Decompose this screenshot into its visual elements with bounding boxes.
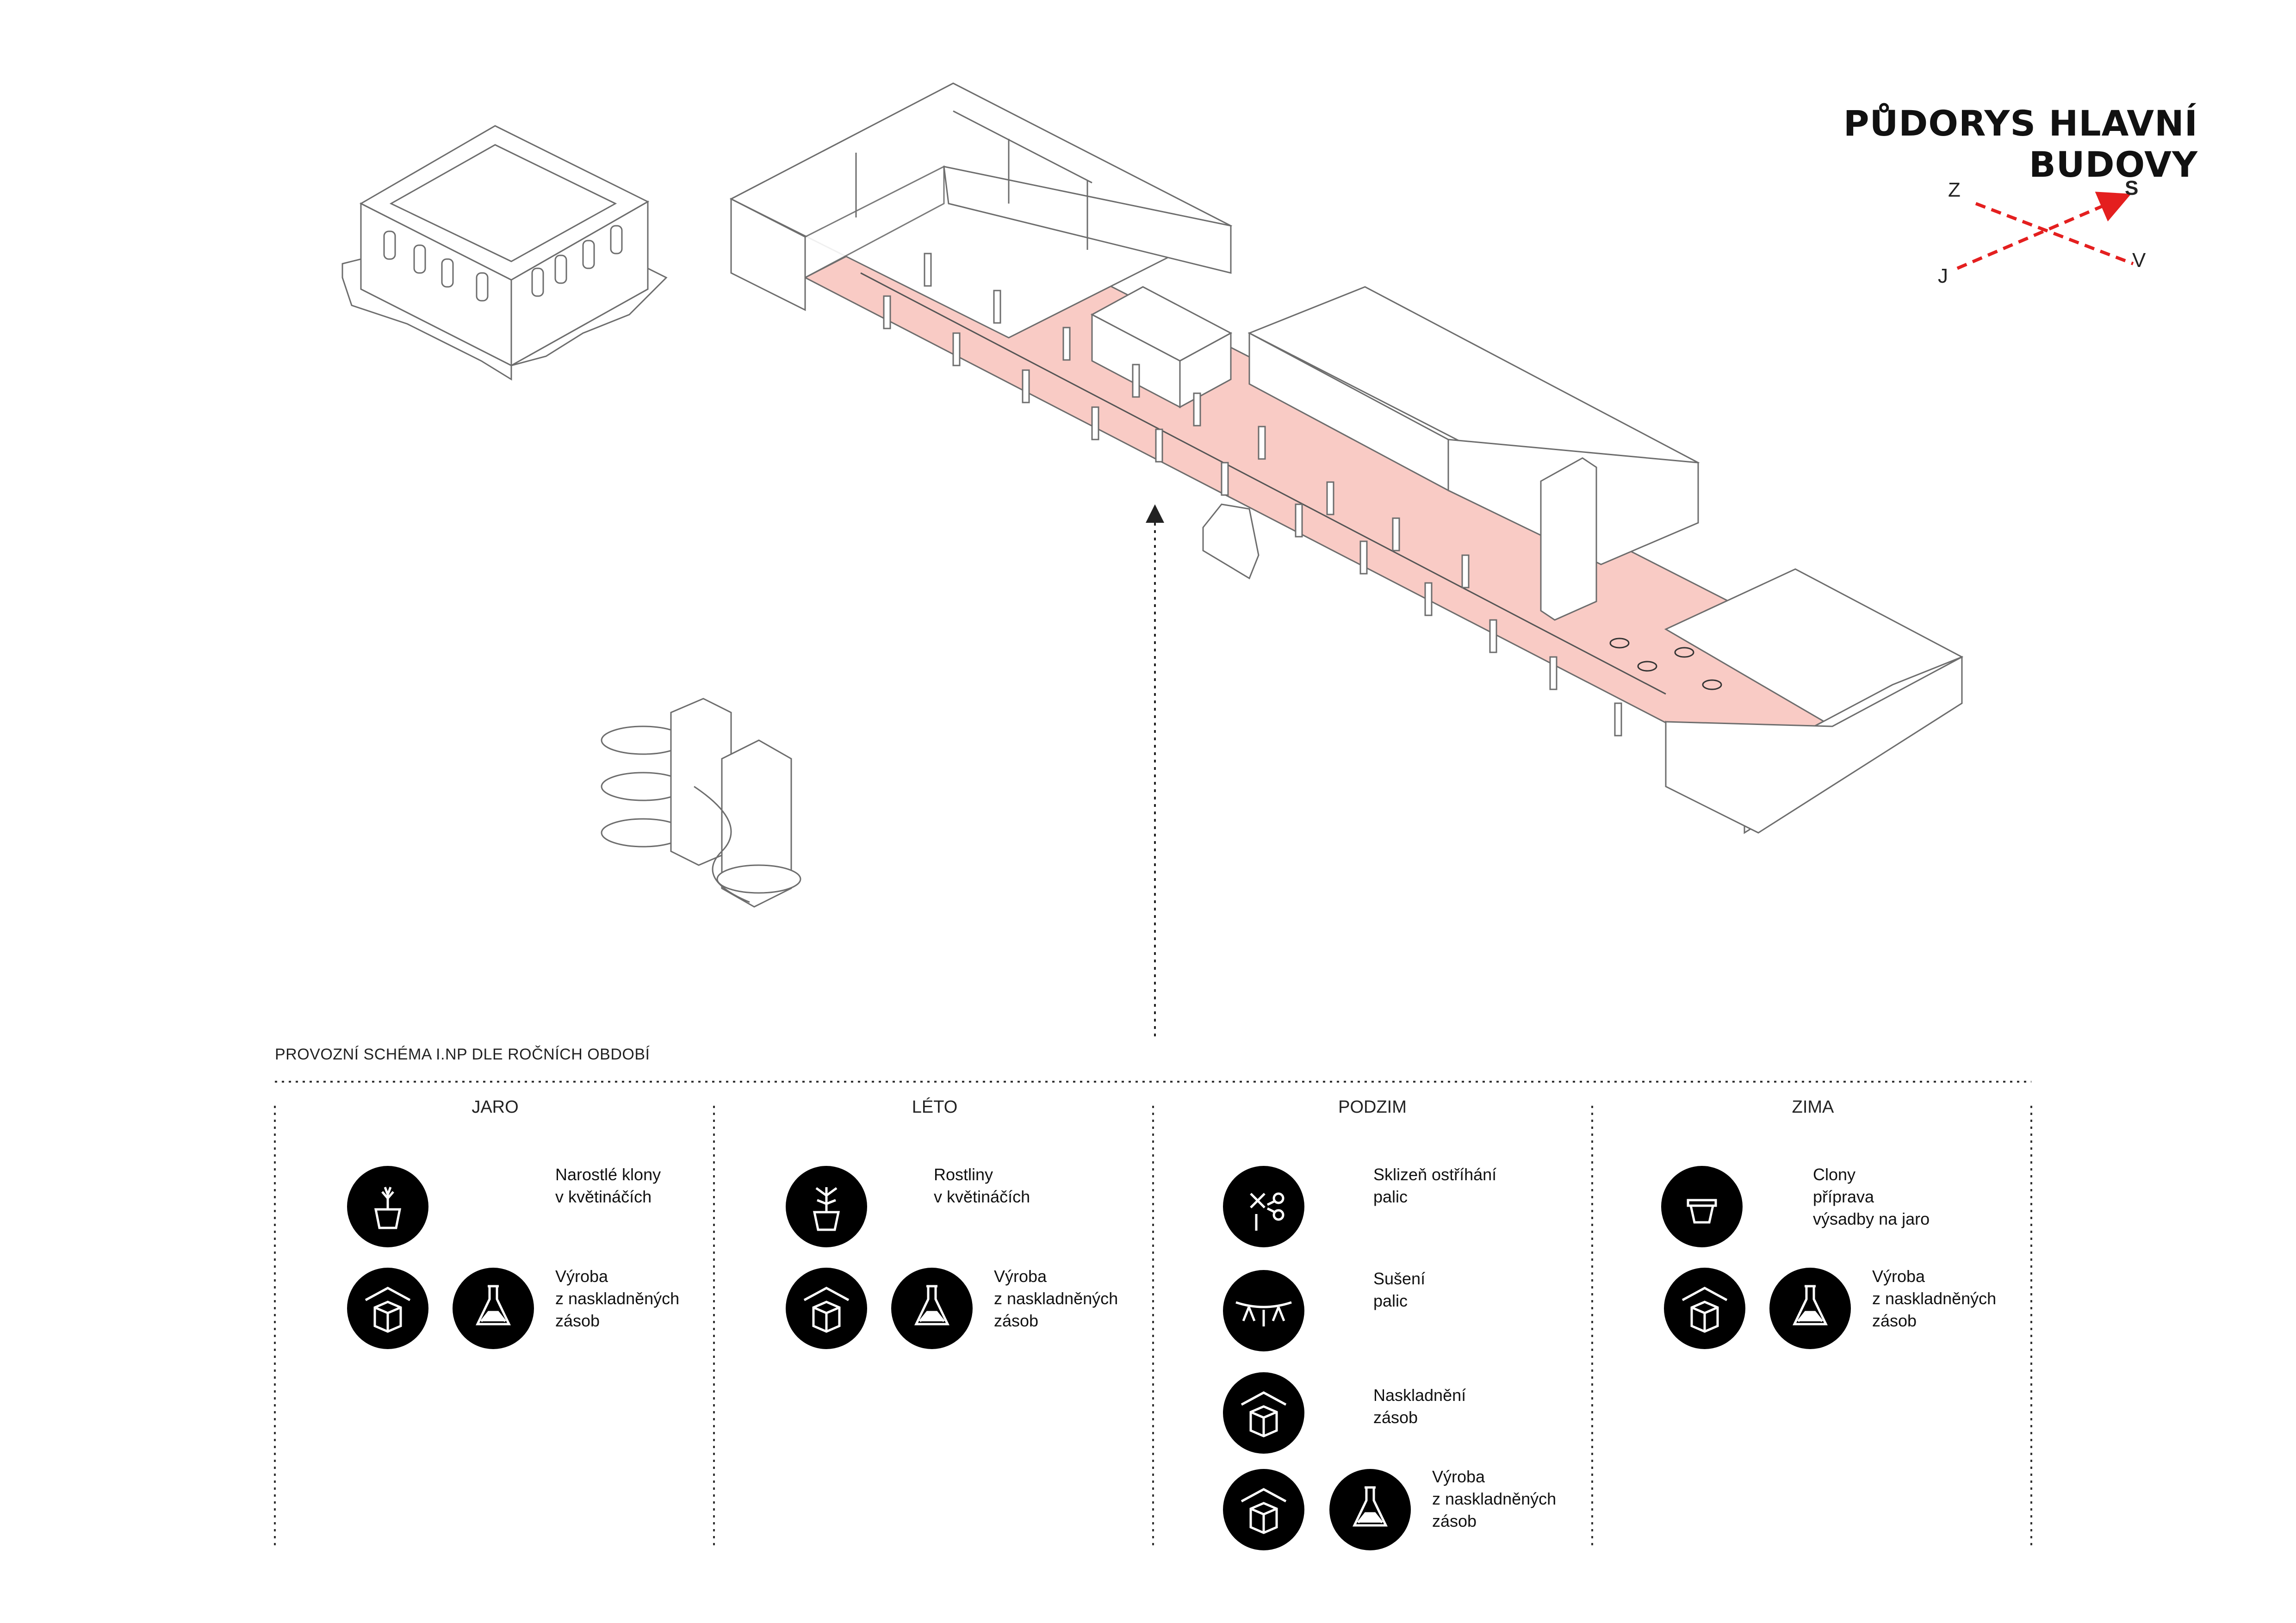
season-label-jaro: JARO: [472, 1097, 519, 1117]
storage-box-icon: [347, 1268, 428, 1349]
schema-frame: [274, 1081, 2032, 1545]
leto-row-2-text: Výroba z naskladněných zásob: [994, 1267, 1118, 1330]
plant-pot-icon: [786, 1166, 867, 1247]
storage-box-icon: [786, 1268, 867, 1349]
leto-row-1-text: Rostliny v květináčích: [934, 1165, 1030, 1206]
zima-row-2-text: Výroba z naskladněných zásob: [1872, 1267, 1997, 1330]
main-building: [729, 82, 1964, 834]
compass-label-z: Z: [1948, 179, 1961, 201]
season-label-leto: LÉTO: [912, 1097, 958, 1117]
jaro-row-1-text: Narostlé klony v květináčích: [555, 1165, 661, 1206]
flask-icon: [1769, 1268, 1851, 1349]
podzim-row-3-text: Naskladnění zásob: [1373, 1386, 1466, 1427]
compass-label-j: J: [1938, 265, 1948, 287]
sprout-pot-icon: [347, 1166, 428, 1247]
flask-icon: [891, 1268, 973, 1349]
storage-box-icon: [1223, 1469, 1304, 1550]
season-label-podzim: PODZIM: [1338, 1097, 1407, 1117]
podzim-row-1-text: Sklizeň ostříhání palic: [1373, 1165, 1497, 1206]
hall-columns: [883, 253, 1622, 737]
zima-row-1-text: Clony příprava výsadby na jaro: [1813, 1165, 1930, 1228]
page-title: PŮDORYS HLAVNÍ BUDOVY: [1843, 103, 2198, 185]
storage-box-icon: [1223, 1372, 1304, 1454]
empty-pot-icon: [1661, 1166, 1743, 1247]
compass-label-s: S: [2125, 177, 2139, 199]
compass-arrows: [1956, 192, 2134, 270]
flask-icon: [1329, 1469, 1411, 1550]
harvest-scissors-icon: [1223, 1166, 1304, 1247]
podzim-row-2-text: Sušení palic: [1373, 1269, 1426, 1310]
drying-line-icon: [1223, 1270, 1304, 1351]
spiral-stair-towers: [601, 698, 801, 908]
season-label-zima: ZIMA: [1792, 1097, 1834, 1117]
compass-label-v: V: [2132, 249, 2146, 272]
cafe-tables: [1609, 638, 1722, 690]
jaro-row-2-text: Výroba z naskladněných zásob: [555, 1267, 680, 1330]
square-building: [341, 125, 668, 381]
flask-icon: [453, 1268, 534, 1349]
entrance-stair: [1202, 503, 1260, 580]
storage-box-icon: [1664, 1268, 1745, 1349]
podzim-row-4-text: Výroba z naskladněných zásob: [1432, 1467, 1557, 1530]
schema-title: PROVOZNÍ SCHÉMA I.NP DLE ROČNÍCH OBDOBÍ: [275, 1046, 650, 1063]
